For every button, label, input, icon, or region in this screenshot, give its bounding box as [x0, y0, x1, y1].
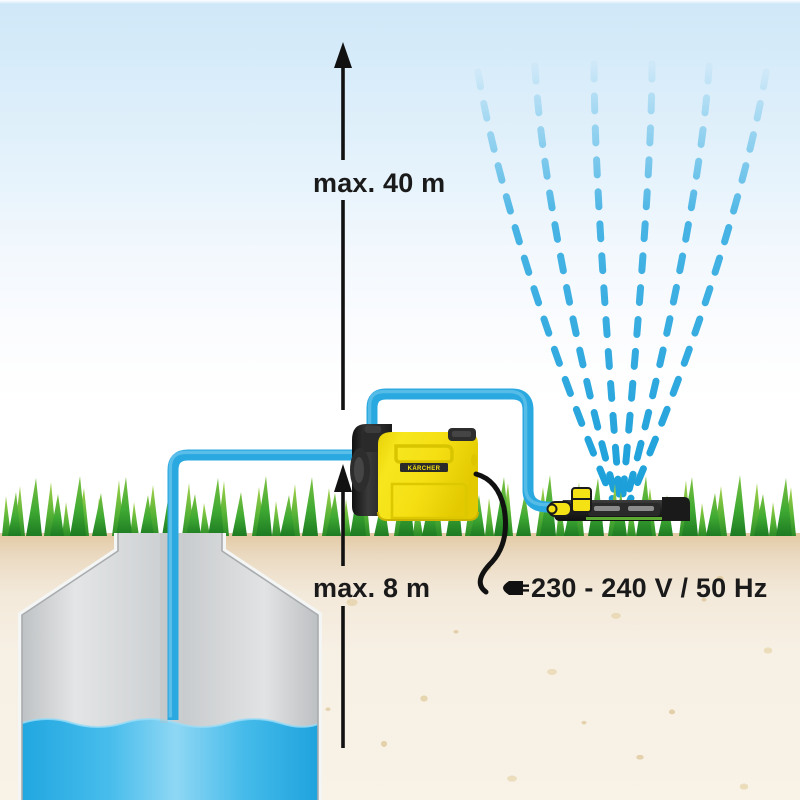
spray-jet [624, 68, 770, 509]
spray-jet [621, 62, 713, 509]
suction-hose [167, 449, 366, 720]
sprinkler-accent-stripe [586, 517, 662, 520]
arrow-up-icon-head [334, 42, 352, 410]
max-suction-height-label: max. 8 m [313, 573, 431, 603]
spray-jet [618, 60, 656, 509]
power-supply-label: 230 - 240 V / 50 Hz [531, 573, 768, 603]
sprinkler-end-cap [662, 497, 690, 521]
spray-jet [474, 68, 619, 509]
max-delivery-head-label: max. 40 m [313, 168, 446, 198]
spray-jet [590, 60, 624, 509]
pump-side-vent [471, 454, 477, 466]
pump-front-panel [390, 482, 468, 520]
pump-brand-plate [400, 463, 448, 472]
power-plug-icon [503, 581, 529, 595]
pump-handle [394, 444, 454, 464]
power-cable [473, 471, 508, 595]
pump-brand-text: KÄRCHER [408, 465, 441, 472]
spray-jet [531, 62, 622, 509]
arrow-up-icon-suction [334, 464, 352, 748]
